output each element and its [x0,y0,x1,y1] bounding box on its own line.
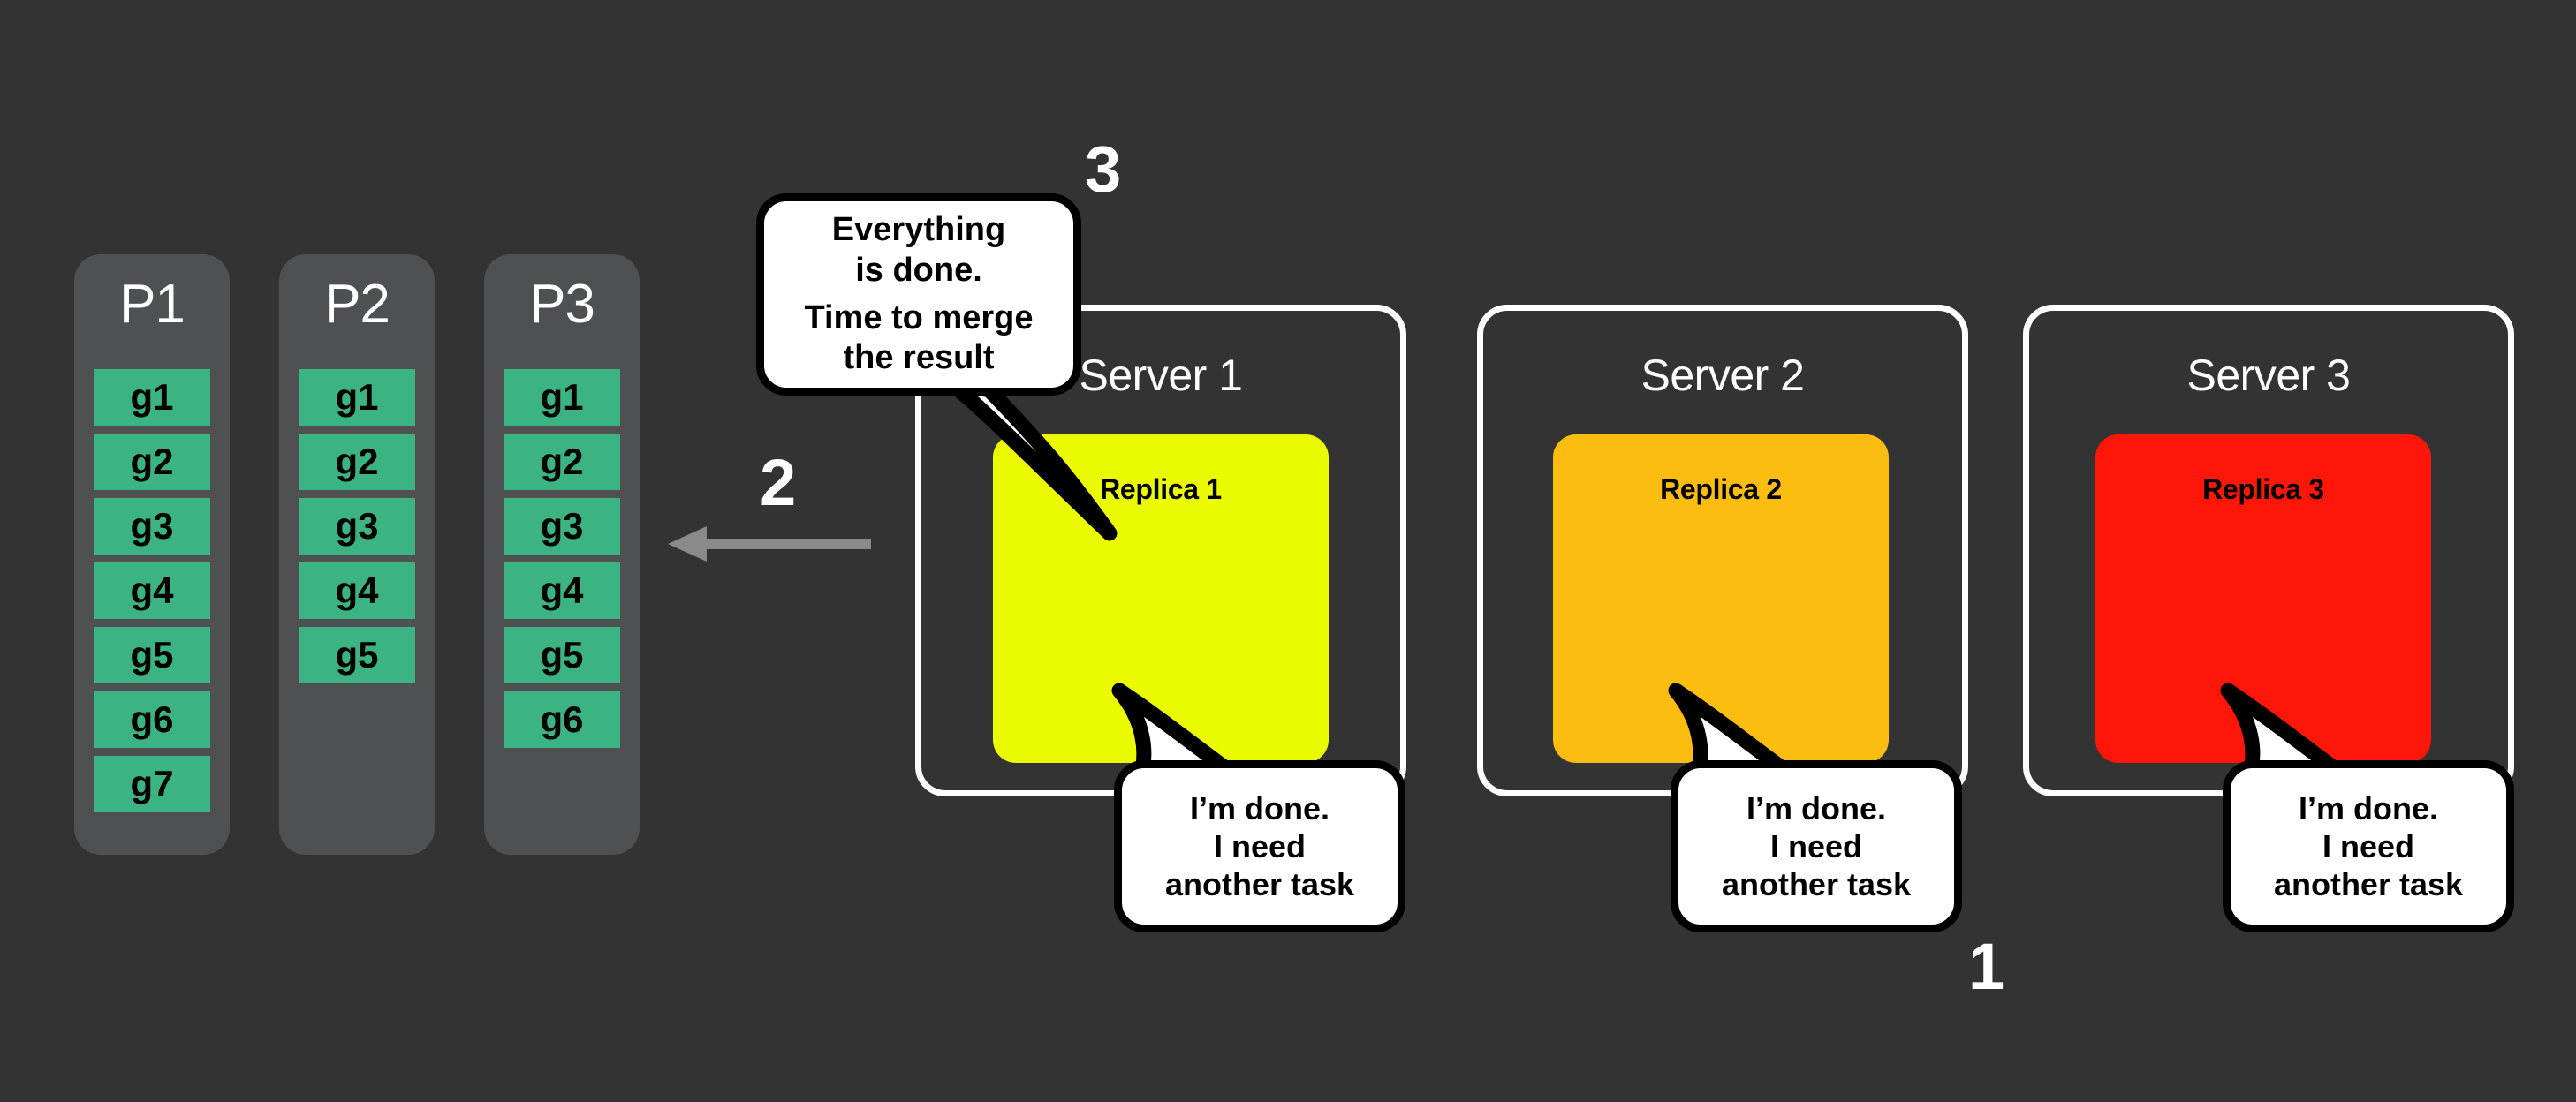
bubble-line: I need [1213,827,1307,864]
chunk-block: g1 [94,369,210,426]
bubble-line: I’m done. [1189,789,1330,826]
chunk-block: g2 [504,434,620,490]
replica-block-3: Replica 3 [2095,434,2431,763]
chunk-block: g3 [504,498,620,555]
bubble-line: I’m done. [2298,789,2438,826]
merge-speech-bubble: Everything is done. Time to merge the re… [756,193,1081,396]
step-number-2: 2 [760,446,796,519]
chunk-block: g2 [94,434,210,490]
replica-block-1: Replica 1 [993,434,1329,763]
bubble-line: the result [843,339,995,377]
chunk-list: g1 g2 g3 g4 g5 g6 g7 [94,369,210,820]
bubble-line: another task [2273,866,2464,903]
bubble-line: Time to merge [804,298,1034,336]
step-number-1: 1 [1968,930,2004,1003]
partition-p2: P2 g1 g2 g3 g4 g5 [279,254,435,855]
merge-arrow-icon [668,526,871,562]
chunk-block: g3 [299,498,415,555]
chunk-block: g6 [504,691,620,748]
arrow-head [668,526,707,562]
chunk-block: g1 [299,369,415,426]
done-speech-bubble-3: I’m done. I need another task [2223,760,2514,932]
server-title: Server 2 [1640,351,1805,400]
done-speech-bubble-1: I’m done. I need another task [1114,760,1405,932]
bubble-line: Everything [831,211,1006,248]
replica-label: Replica 2 [1660,473,1782,505]
chunk-block: g2 [299,434,415,490]
partition-title: P1 [119,274,186,335]
chunk-block: g4 [299,562,415,619]
bubble-line: another task [1721,866,1912,903]
bubble-line: I’m done. [1746,789,1886,826]
replica-label: Replica 3 [2202,473,2324,505]
replica-block-2: Replica 2 [1553,434,1889,763]
chunk-block: g1 [504,369,620,426]
bubble-line: I need [1769,827,1863,864]
bubble-line: another task [1164,866,1355,903]
chunk-block: g4 [504,562,620,619]
chunk-block: g4 [94,562,210,619]
chunk-block: g6 [94,691,210,748]
chunk-block: g5 [299,627,415,683]
chunk-list: g1 g2 g3 g4 g5 g6 [504,369,620,756]
bubble-line: I need [2322,827,2415,864]
partition-p1: P1 g1 g2 g3 g4 g5 g6 g7 [74,254,230,855]
partition-title: P3 [529,274,595,335]
step-number-3: 3 [1085,132,1121,206]
done-speech-bubble-2: I’m done. I need another task [1671,760,1962,932]
chunk-list: g1 g2 g3 g4 g5 [299,369,415,691]
chunk-block: g5 [504,627,620,683]
arrow-shaft [703,539,871,549]
server-title: Server 3 [2186,351,2351,400]
partition-title: P2 [324,274,390,335]
chunk-block: g3 [94,498,210,555]
chunk-block: g7 [94,756,210,812]
replica-label: Replica 1 [1100,473,1222,505]
chunk-block: g5 [94,627,210,683]
partition-p3: P3 g1 g2 g3 g4 g5 g6 [484,254,640,855]
bubble-line: is done. [855,251,982,289]
